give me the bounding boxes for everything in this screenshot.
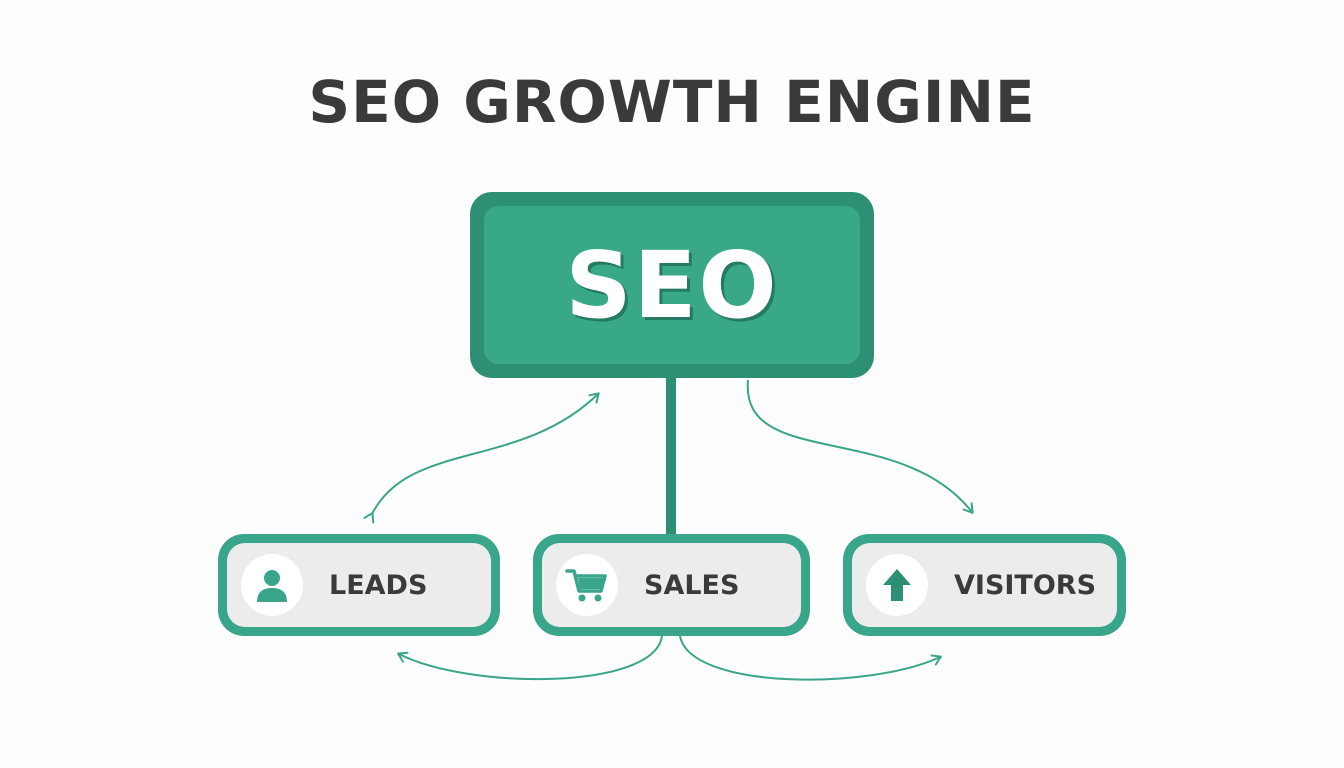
seo-hub-inner: SEO [484,206,860,364]
sales-label: SALES [644,569,740,601]
seo-hub-label: SEO [565,231,779,339]
seo-visitors-connector-arrow [746,379,974,514]
shopping-cart-icon [556,554,618,616]
visitors-node-inner: VISITORS [852,543,1117,627]
user-icon [241,554,303,616]
leads-seo-connector-arrow [363,392,600,524]
visitors-node: VISITORS [843,534,1126,636]
sales-node-inner: SALES [542,543,801,627]
up-arrow-icon [866,554,928,616]
seo-hub-box: SEO [470,192,874,378]
leads-node-inner: LEADS [227,543,491,627]
sales-visitors-connector-arrow [679,635,942,681]
leads-node: LEADS [218,534,500,636]
diagram-title: SEO GROWTH ENGINE [308,68,1036,136]
sales-node: SALES [533,534,810,636]
leads-label: LEADS [329,569,428,601]
visitors-label: VISITORS [954,569,1097,601]
sales-leads-connector-arrow [397,635,663,681]
